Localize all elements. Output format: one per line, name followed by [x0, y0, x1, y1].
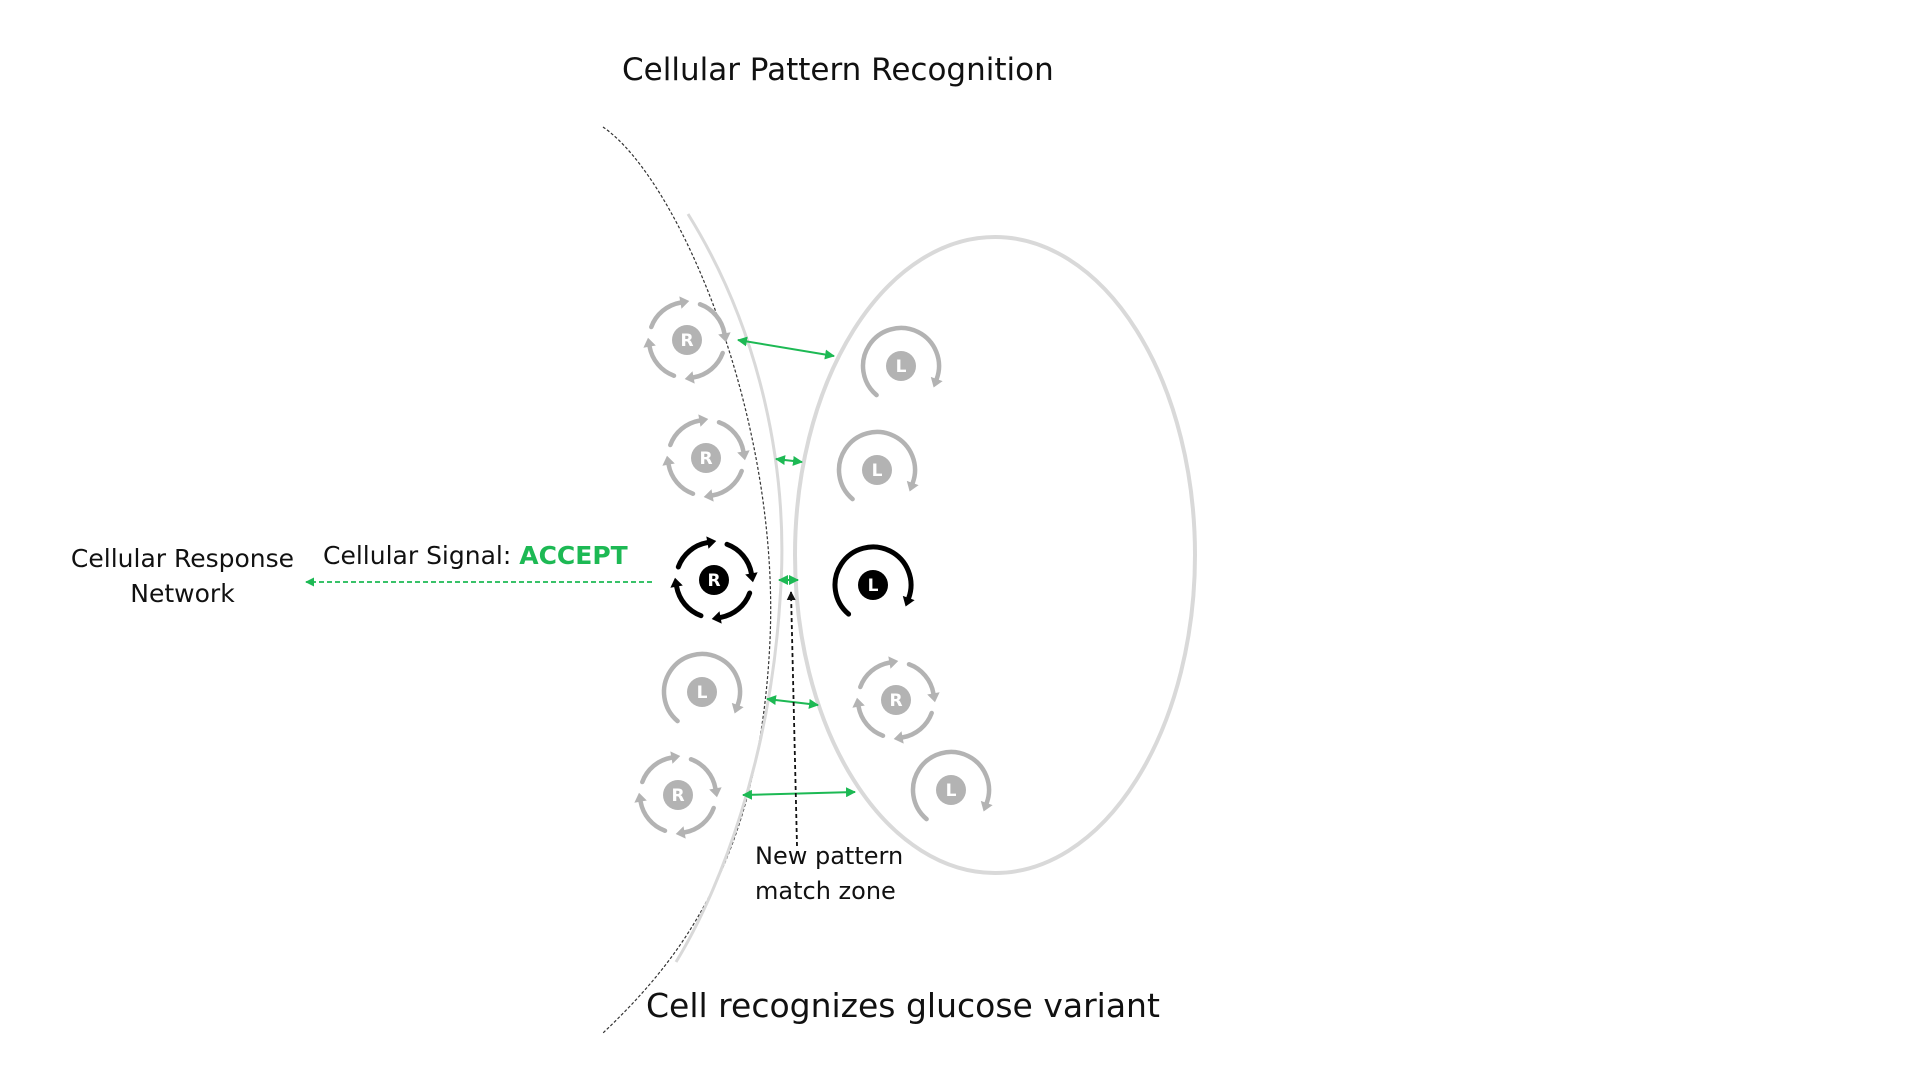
ligand-molecule-1-core — [886, 351, 916, 381]
response-label-line-2: Network — [130, 579, 235, 608]
ligand-molecule-2: L — [836, 429, 919, 502]
membrane-molecule-2-core — [691, 443, 721, 473]
membrane-molecule-3-letter: R — [707, 571, 720, 591]
binding-arrow-2 — [775, 455, 803, 466]
outer-membrane-dashed — [602, 126, 772, 1034]
membrane-molecule-1-letter: R — [680, 331, 693, 351]
target-cell-oval — [793, 235, 1197, 875]
membrane-molecule-3-core — [699, 565, 729, 595]
ligand-molecule-5: L — [910, 749, 993, 822]
membrane-molecule-1: R — [643, 296, 731, 384]
ligand-molecule-3-letter: L — [868, 576, 879, 596]
signal-label-text: Cellular Signal: — [323, 541, 520, 570]
ligand-molecule-4: R — [852, 656, 940, 744]
ligand-molecule-1-letter: L — [896, 357, 907, 377]
ligand-molecule-4-letter: R — [889, 691, 902, 711]
cell-membrane — [674, 213, 784, 963]
ligand-molecules: L L L R L — [832, 325, 993, 822]
ligand-molecule-3-core — [858, 570, 888, 600]
membrane-molecule-5: R — [634, 751, 722, 839]
ligand-molecule-4-core — [881, 685, 911, 715]
binding-arrow-1 — [737, 336, 835, 360]
membrane-molecule-4-core — [687, 677, 717, 707]
zone-label-line-2: match zone — [755, 877, 896, 905]
ligand-molecule-5-letter: L — [946, 781, 957, 801]
membrane-molecules: R R R L R — [634, 296, 758, 839]
diagram-title: Cellular Pattern Recognition — [622, 52, 1054, 88]
membrane-molecule-4: L — [661, 651, 744, 724]
binding-arrow-4 — [766, 695, 819, 709]
membrane-molecule-4-letter: L — [697, 683, 708, 703]
membrane-molecule-2-letter: R — [699, 449, 712, 469]
response-network-label: Cellular Response Network — [40, 541, 325, 611]
signal-label: Cellular Signal: ACCEPT — [323, 541, 628, 570]
membrane-molecule-5-core — [663, 780, 693, 810]
membrane-molecule-3: R — [670, 536, 758, 624]
signal-value: ACCEPT — [519, 541, 628, 570]
match-zone-pointer — [786, 591, 798, 847]
membrane-molecule-1-core — [672, 325, 702, 355]
diagram-subtitle: Cell recognizes glucose variant — [646, 986, 1160, 1025]
ligand-molecule-1: L — [860, 325, 943, 398]
ligand-molecule-2-letter: L — [872, 461, 883, 481]
ligand-molecule-5-core — [936, 775, 966, 805]
response-label-line-1: Cellular Response — [70, 544, 295, 573]
binding-arrow-5 — [742, 787, 856, 800]
ligand-molecule-3: L — [832, 544, 915, 617]
zone-label-line-1: New pattern — [755, 842, 904, 870]
membrane-molecule-2: R — [662, 414, 750, 502]
membrane-molecule-5-letter: R — [671, 786, 684, 806]
match-zone-label: New pattern match zone — [755, 839, 903, 909]
ligand-molecule-2-core — [862, 455, 892, 485]
